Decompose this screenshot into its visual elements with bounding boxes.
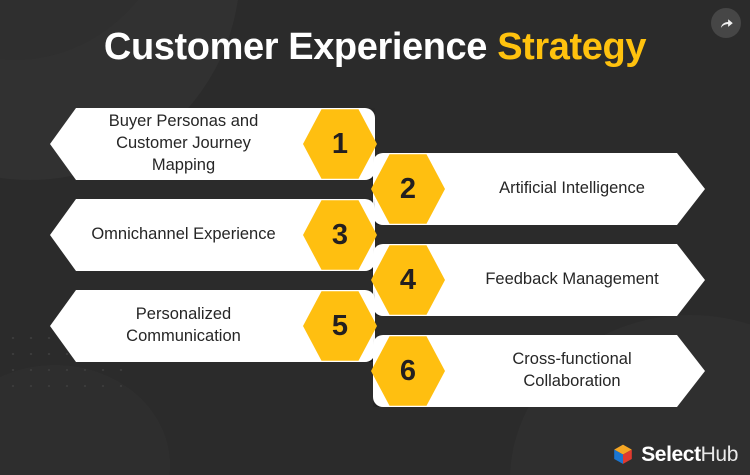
list-item[interactable]: Artificial Intelligence 2 (371, 152, 705, 226)
list-item[interactable]: Cross-functional Collaboration 6 (371, 334, 705, 408)
share-button[interactable] (711, 8, 741, 38)
item-label: Omnichannel Experience (91, 225, 276, 244)
selecthub-cube-icon (612, 443, 634, 465)
title-accent: Strategy (497, 26, 647, 68)
item-label: Personalized Communication (126, 305, 241, 345)
page-title: Customer Experience Strategy (0, 26, 750, 69)
item-number-badge: 1 (303, 107, 377, 181)
item-number-badge: 3 (303, 198, 377, 272)
hexagon-icon (303, 109, 377, 179)
item-number-badge: 5 (303, 289, 377, 363)
item-label: Artificial Intelligence (499, 179, 645, 198)
brand-name-bold: Select (641, 442, 701, 466)
item-number-badge: 2 (371, 152, 445, 226)
title-main: Customer Experience (103, 26, 488, 68)
list-item[interactable]: Omnichannel Experience 3 (50, 198, 377, 272)
hexagon-icon (303, 200, 377, 270)
item-number: 1 (331, 127, 349, 160)
hexagon-icon (371, 336, 445, 406)
item-number-badge: 4 (371, 243, 445, 317)
list-item[interactable]: Feedback Management 4 (371, 243, 705, 317)
list-item[interactable]: Buyer Personas and Customer Journey Mapp… (50, 107, 377, 181)
item-label: Feedback Management (485, 270, 659, 289)
list-item[interactable]: Personalized Communication 5 (50, 289, 377, 363)
hexagon-icon (371, 154, 445, 224)
item-number: 2 (399, 172, 417, 205)
brand-name-thin: Hub (700, 442, 739, 466)
item-label: Cross-functional Collaboration (512, 350, 632, 390)
item-number: 3 (331, 218, 349, 251)
brand-logo[interactable]: SelectHub (612, 443, 738, 465)
item-label: Buyer Personas and Customer Journey Mapp… (108, 112, 259, 174)
item-number: 6 (399, 354, 417, 387)
brand-name: SelectHub (641, 444, 738, 465)
hexagon-icon (371, 245, 445, 315)
item-number: 4 (399, 263, 417, 296)
share-arrow-icon (719, 16, 734, 31)
item-number-badge: 6 (371, 334, 445, 408)
hexagon-icon (303, 291, 377, 361)
item-number: 5 (331, 309, 349, 342)
